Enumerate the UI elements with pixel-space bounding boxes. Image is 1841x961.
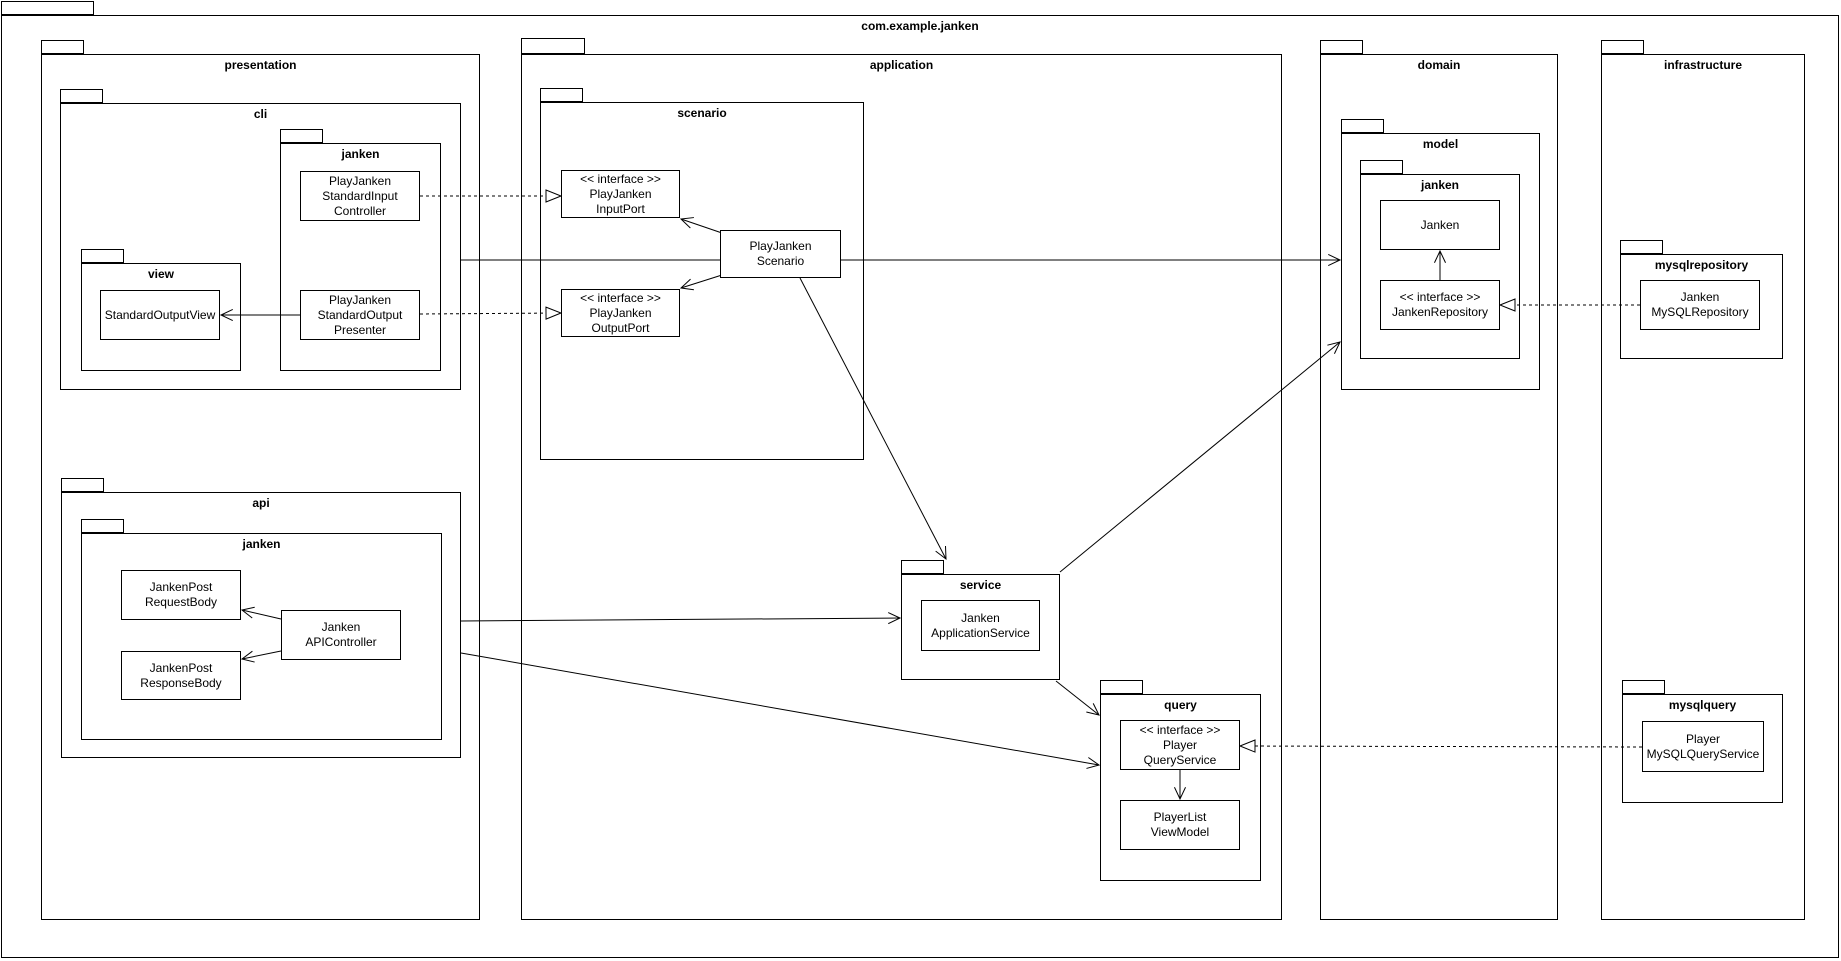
class-label-line: MySQLRepository (1651, 305, 1749, 319)
class-label-line: PlayJanken (749, 239, 812, 253)
class-label-line: APIController (305, 635, 377, 649)
class-label-line: PlayJanken (328, 292, 392, 307)
package-tab-api-janken (81, 519, 124, 533)
class-label-line: Janken (321, 620, 361, 634)
class-label-line: ApplicationService (931, 625, 1030, 640)
package-label-view: view (147, 267, 174, 281)
package-tab-view (81, 249, 124, 263)
class-label-line: PlayJanken (589, 186, 652, 201)
package-label-mysqlrepository: mysqlrepository (1654, 258, 1749, 272)
class-label-line: JankenPost (149, 580, 213, 594)
class-label-line: JankenRepository (1391, 305, 1489, 319)
package-label-scenario: scenario (677, 106, 727, 120)
class-janken: Janken (1380, 200, 1500, 250)
class-label-line: MySQLQueryService (1646, 746, 1760, 761)
class-label-line: Janken (1420, 217, 1460, 232)
package-label-service: service (959, 578, 1002, 592)
class-label-line: PlayerList (1153, 810, 1207, 824)
class-label-line: Presenter (333, 322, 387, 337)
class-label-line: Player (1162, 737, 1197, 752)
class-label-line: Controller (333, 203, 387, 218)
class-label-line: StandardInput (322, 188, 398, 203)
class-label-line: Janken (1680, 290, 1720, 304)
package-tab-scenario (540, 88, 583, 102)
package-tab-mysqlquery (1622, 680, 1665, 694)
package-tab-cli-janken (280, 129, 323, 143)
package-label-infrastructure: infrastructure (1663, 58, 1743, 72)
package-tab-domain (1320, 40, 1363, 54)
class-label-line: RequestBody (144, 595, 218, 609)
class-janken-repository: << interface >>JankenRepository (1380, 280, 1500, 330)
package-label-mysqlquery: mysqlquery (1668, 698, 1737, 712)
package-tab-application (521, 38, 585, 54)
package-label-api-janken: janken (242, 537, 281, 551)
package-tab-mysqlrepository (1620, 240, 1663, 254)
package-label-domain: domain (1417, 58, 1461, 72)
class-label-line: JankenPost (149, 660, 213, 675)
class-label-line: InputPort (596, 201, 645, 216)
class-label-line: Janken (961, 610, 1000, 625)
class-label-line: QueryService (1143, 752, 1217, 767)
class-label-line: ResponseBody (140, 675, 222, 690)
class-label-line: StandardOutput (317, 307, 403, 322)
package-label-cli-janken: janken (341, 147, 380, 161)
package-label-cli: cli (253, 107, 268, 121)
class-label-line: << interface >> (580, 290, 661, 305)
package-label-api: api (252, 496, 270, 510)
package-label-root: com.example.janken (861, 19, 979, 33)
package-label-query: query (1164, 698, 1197, 712)
package-label-model: model (1422, 137, 1459, 151)
class-label-line: Player (1685, 731, 1720, 746)
package-tab-infrastructure (1601, 40, 1644, 54)
package-tab-api (61, 478, 104, 492)
package-tab-cli (60, 89, 103, 103)
package-tab-query (1100, 680, 1143, 694)
class-label-line: << interface >> (1139, 722, 1221, 737)
package-tab-presentation (41, 40, 84, 54)
class-label-line: OutputPort (591, 320, 650, 335)
package-scenario: scenario (540, 102, 864, 460)
class-label-line: << interface >> (1399, 290, 1481, 304)
class-label-line: StandardOutputView (104, 307, 216, 322)
package-tab-model (1341, 119, 1384, 133)
class-label-line: PlayJanken (589, 305, 652, 320)
package-tab-service (901, 560, 944, 574)
package-label-presentation: presentation (224, 58, 297, 72)
class-label-line: << interface >> (580, 171, 661, 186)
class-label-line: PlayJanken (328, 173, 392, 188)
class-standard-output-view: StandardOutputView (100, 290, 220, 340)
package-label-application: application (869, 58, 934, 72)
class-label-line: Scenario (756, 254, 805, 268)
package-tab-root (1, 1, 94, 15)
package-label-model-janken: janken (1420, 178, 1459, 192)
class-label-line: ViewModel (1150, 825, 1210, 839)
package-tab-model-janken (1360, 160, 1403, 174)
